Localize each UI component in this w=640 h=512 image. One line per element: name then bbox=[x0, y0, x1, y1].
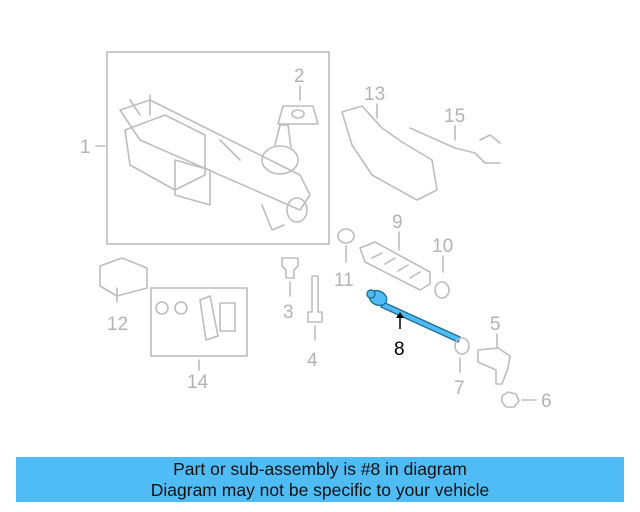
callout-12: 12 bbox=[107, 314, 128, 335]
callout-1: 1 bbox=[80, 137, 91, 158]
part-1-frame bbox=[106, 51, 330, 245]
callout-4: 4 bbox=[307, 350, 318, 371]
callout-8: 8 bbox=[394, 339, 405, 360]
part-10-clamp[interactable] bbox=[434, 281, 450, 299]
callout-6: 6 bbox=[541, 391, 552, 412]
callout-15: 15 bbox=[444, 106, 465, 127]
callout-7: 7 bbox=[454, 378, 465, 399]
part-11-clamp[interactable] bbox=[337, 228, 355, 244]
part-15-line[interactable] bbox=[409, 127, 501, 164]
callout-13: 13 bbox=[364, 84, 385, 105]
banner-line-1: Part or sub-assembly is #8 in diagram bbox=[173, 459, 467, 479]
info-banner: Part or sub-assembly is #8 in diagram Di… bbox=[16, 457, 624, 502]
part-4-bolt[interactable] bbox=[307, 275, 323, 323]
callout-2: 2 bbox=[294, 66, 305, 87]
callout-3: 3 bbox=[283, 302, 294, 323]
part-8-inner-tie-rod[interactable] bbox=[366, 288, 461, 343]
part-1-steering-gear[interactable] bbox=[119, 94, 311, 231]
part-14-kit[interactable] bbox=[150, 287, 248, 357]
part-13-heat-shield[interactable] bbox=[341, 105, 438, 201]
callout-9: 9 bbox=[392, 212, 403, 233]
part-7-nut[interactable] bbox=[454, 337, 470, 355]
part-9-boot[interactable] bbox=[359, 241, 431, 291]
parts-diagram: 1 2 13 15 11 9 10 12 3 4 14 bbox=[80, 51, 552, 412]
part-6-nut[interactable] bbox=[501, 391, 520, 408]
callout-11: 11 bbox=[334, 270, 354, 291]
part-12-cover[interactable] bbox=[99, 257, 148, 297]
callout-10: 10 bbox=[432, 236, 453, 257]
callout-5: 5 bbox=[490, 314, 501, 335]
callout-14: 14 bbox=[187, 372, 209, 393]
part-3-bolt[interactable] bbox=[281, 257, 299, 279]
banner-line-2: Diagram may not be specific to your vehi… bbox=[150, 480, 490, 500]
part-5-outer-tie-rod[interactable] bbox=[477, 347, 511, 385]
part-2-mount[interactable] bbox=[277, 105, 319, 125]
